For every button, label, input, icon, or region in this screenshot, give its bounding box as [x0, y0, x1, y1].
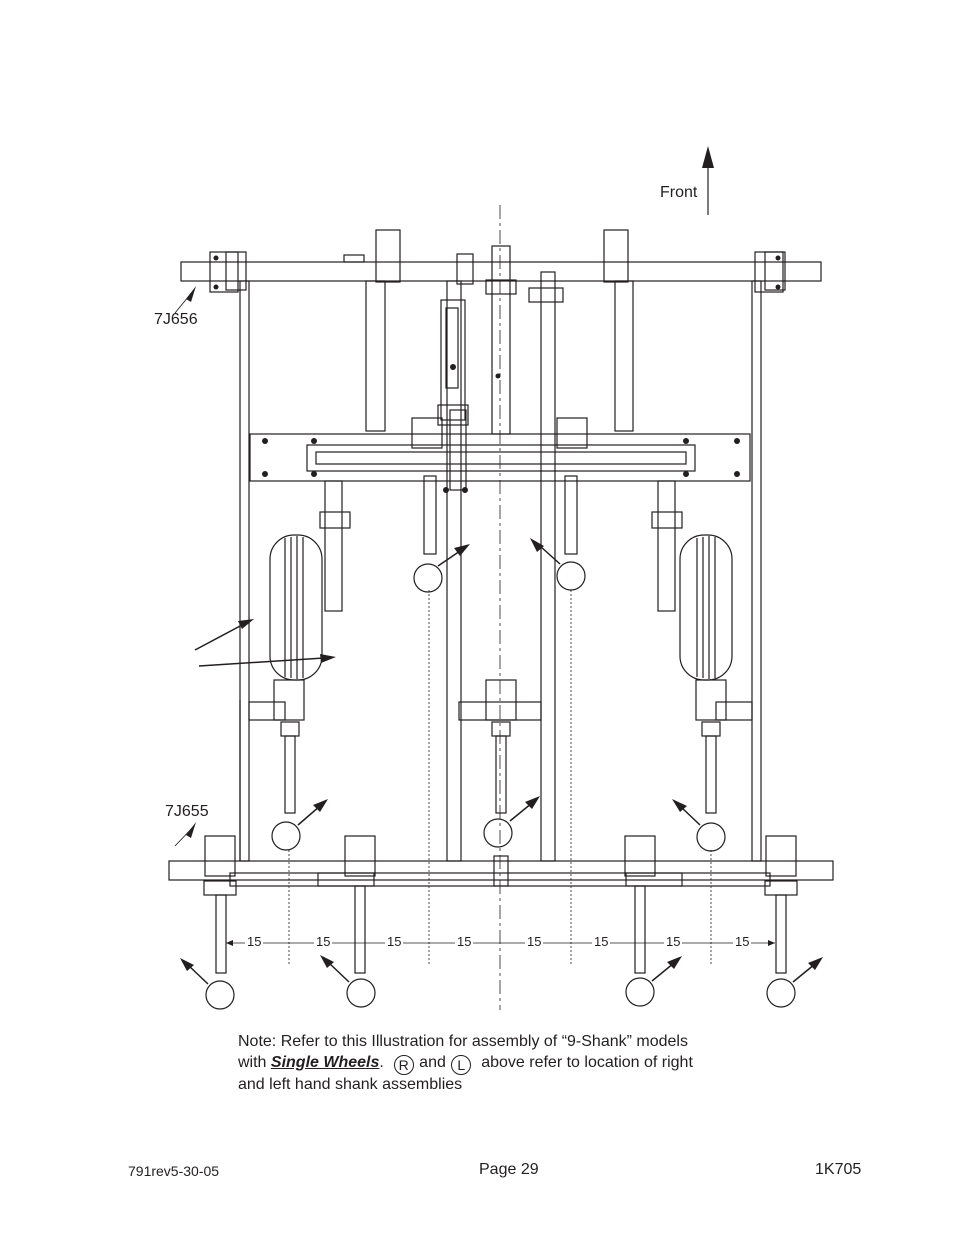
- right-symbol: R: [393, 1054, 414, 1075]
- dimension-label: 15: [455, 934, 474, 949]
- dimension-label: 15: [733, 934, 752, 949]
- note-line-1: Note: Refer to this Illustration for ass…: [238, 1033, 688, 1050]
- left-symbol: L: [451, 1054, 472, 1075]
- dimension-label: 15: [245, 934, 264, 949]
- part-label-7j655: 7J655: [165, 803, 209, 820]
- part-label-7j656: 7J656: [154, 311, 198, 328]
- note-line-3: and left hand shank assemblies: [238, 1075, 463, 1093]
- footer-revision: 791rev5-30-05: [128, 1163, 220, 1179]
- dimension-label: 15: [664, 934, 683, 949]
- dimension-label: 15: [592, 934, 611, 949]
- footer-page-number: Page 29: [479, 1161, 539, 1178]
- footer-model-number: 1K705: [815, 1161, 862, 1178]
- assembly-note: Note: Refer to this Illustration for ass…: [238, 1032, 738, 1095]
- dimension-label: 15: [314, 934, 333, 949]
- single-wheels-emphasis: Single Wheels: [270, 1053, 380, 1071]
- dimension-label: 15: [525, 934, 544, 949]
- front-label: Front: [660, 184, 698, 201]
- dimension-label: 15: [385, 934, 404, 949]
- note-line-2: with Single Wheels. R and L above refer …: [238, 1053, 693, 1075]
